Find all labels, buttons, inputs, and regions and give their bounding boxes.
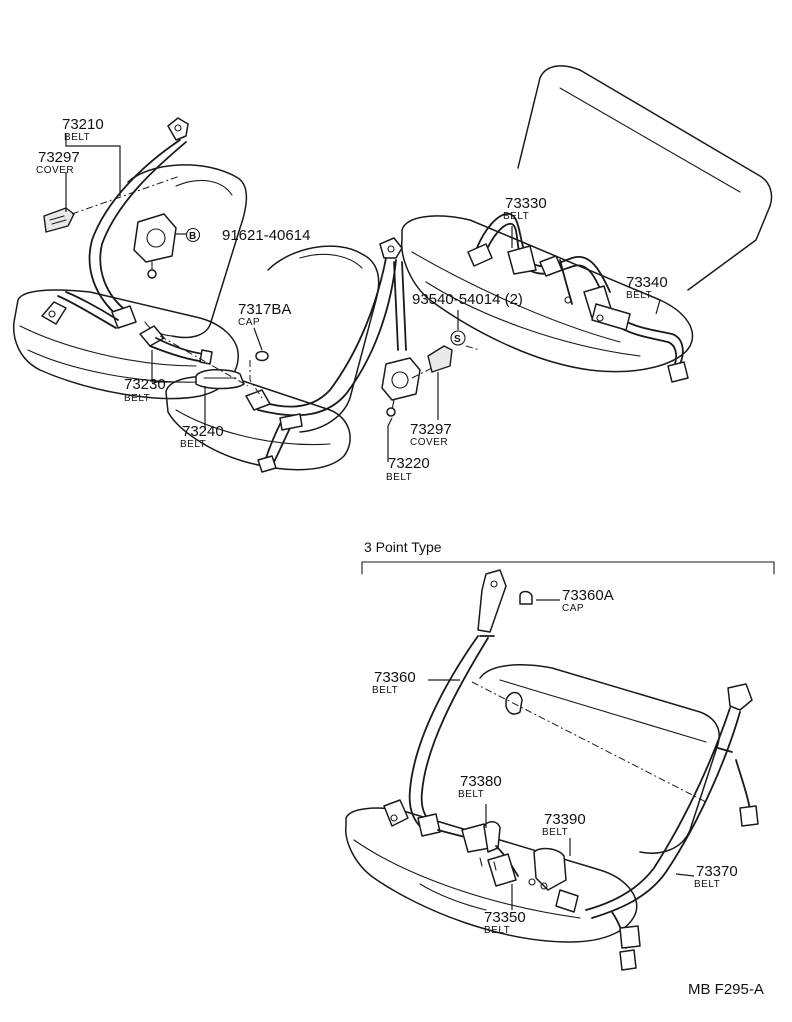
buckle-73230-drawing	[139, 325, 213, 365]
svg-text:73330: 73330	[505, 195, 547, 212]
svg-text:COVER: COVER	[410, 437, 448, 448]
svg-text:CAP: CAP	[238, 317, 260, 328]
callout-93540-54014: 93540-54014 (2) S	[412, 291, 523, 346]
section-title-3-point-type: 3 Point Type	[364, 539, 442, 555]
front-seat-left-drawing	[12, 164, 248, 400]
svg-text:73297: 73297	[38, 149, 80, 166]
svg-text:73370: 73370	[696, 863, 738, 880]
svg-text:BELT: BELT	[694, 879, 720, 890]
svg-text:73210: 73210	[62, 116, 104, 133]
svg-text:BELT: BELT	[372, 685, 398, 696]
svg-text:73340: 73340	[626, 274, 668, 291]
callout-73220: 73220 BELT	[386, 455, 430, 483]
svg-text:CAP: CAP	[562, 603, 584, 614]
svg-text:COVER: COVER	[36, 165, 74, 176]
callout-73350: 73350 BELT	[484, 909, 526, 936]
svg-text:73350: 73350	[484, 909, 526, 926]
svg-text:91621-40614: 91621-40614	[222, 227, 310, 244]
svg-text:BELT: BELT	[386, 472, 412, 483]
svg-text:93540-54014 (2): 93540-54014 (2)	[412, 291, 523, 308]
callout-73297-left: 73297 COVER	[36, 149, 80, 176]
svg-text:73390: 73390	[544, 811, 586, 828]
svg-text:BELT: BELT	[458, 789, 484, 800]
svg-text:B: B	[189, 231, 196, 242]
callout-7317BA: 7317BA CAP	[238, 301, 291, 328]
svg-text:73230: 73230	[124, 376, 166, 393]
svg-text:73297: 73297	[410, 421, 452, 438]
callout-73360: 73360 BELT	[372, 669, 416, 696]
svg-text:BELT: BELT	[124, 393, 150, 404]
three-point-seat-drawing	[345, 569, 759, 971]
callout-73297-right: 73297 COVER	[410, 421, 452, 448]
callout-73240: 73240 BELT	[180, 423, 224, 450]
callout-73360A: 73360A CAP	[562, 587, 614, 614]
three-point-section-bracket	[361, 561, 775, 575]
cover-73297-left-part	[43, 207, 75, 233]
svg-text:S: S	[454, 334, 461, 345]
svg-text:7317BA: 7317BA	[238, 301, 291, 318]
leader-lines	[65, 134, 707, 910]
callout-73230: 73230 BELT	[124, 376, 166, 404]
callout-73370: 73370 BELT	[694, 863, 738, 890]
svg-text:BELT: BELT	[626, 290, 652, 301]
cap-7317BA-drawing	[255, 350, 269, 362]
svg-text:73380: 73380	[460, 773, 502, 790]
svg-text:BELT: BELT	[542, 827, 568, 838]
callout-73390: 73390 BELT	[542, 811, 586, 838]
belt-73210-drawing	[41, 117, 189, 329]
callout-91621-40614: B 91621-40614	[185, 227, 310, 244]
svg-text:BELT: BELT	[503, 211, 529, 222]
rear-seat-drawing	[401, 65, 773, 383]
svg-text:73220: 73220	[388, 455, 430, 472]
callout-73330: 73330 BELT	[503, 195, 547, 222]
callout-73340: 73340 BELT	[626, 274, 668, 301]
callout-73380: 73380 BELT	[458, 773, 502, 800]
belt-73220-drawing	[245, 237, 421, 473]
svg-text:BELT: BELT	[64, 132, 90, 143]
svg-text:BELT: BELT	[180, 439, 206, 450]
cap-73360A-drawing	[519, 590, 533, 605]
svg-text:BELT: BELT	[484, 925, 510, 936]
svg-text:73360A: 73360A	[562, 587, 614, 604]
buckle-73240-drawing	[195, 369, 245, 390]
cover-73297-right-part	[427, 345, 453, 373]
callout-73210: 73210 BELT	[62, 116, 104, 143]
svg-text:73360: 73360	[374, 669, 416, 686]
svg-text:73240: 73240	[182, 423, 224, 440]
figure-code: MB F295-A	[688, 981, 764, 998]
